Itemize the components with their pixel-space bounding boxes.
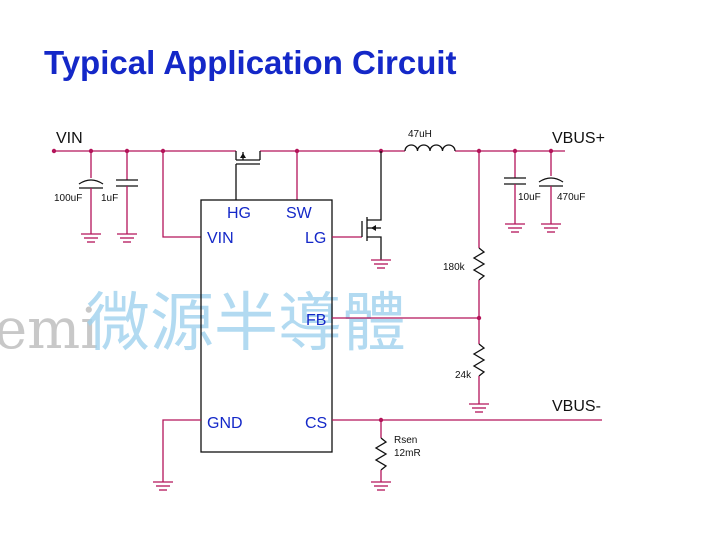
- controller-ic: [200, 199, 333, 453]
- net-label-vin: VIN: [56, 130, 83, 147]
- output-capacitor-470uf: [538, 151, 564, 233]
- pin-vin: VIN: [207, 230, 234, 247]
- pin-gnd: GND: [207, 415, 243, 432]
- inductor: [404, 144, 456, 152]
- input-capacitor-1uf: [116, 151, 138, 243]
- label-100uf: 100uF: [54, 193, 82, 204]
- label-1uf: 1uF: [101, 193, 118, 204]
- pin-sw: SW: [286, 205, 313, 222]
- pin-lg: LG: [305, 230, 326, 247]
- gnd-wire: [153, 419, 201, 491]
- label-470uf: 470uF: [557, 192, 585, 203]
- pin-fb: FB: [306, 312, 326, 329]
- pin-hg: HG: [227, 205, 251, 222]
- net-label-vbus-neg: VBUS-: [552, 398, 601, 415]
- resistor-180k: [472, 151, 486, 318]
- input-capacitor-100uf: [78, 151, 104, 243]
- input-rail: [51, 148, 565, 154]
- label-24k: 24k: [455, 370, 472, 381]
- label-10uf: 10uF: [518, 192, 541, 203]
- high-side-mosfet: [235, 151, 261, 200]
- label-rsen-value: 12mR: [394, 448, 421, 459]
- label-inductor: 47uH: [408, 129, 432, 140]
- net-label-vbus-pos: VBUS+: [552, 130, 605, 147]
- page-title: Typical Application Circuit: [44, 44, 457, 81]
- resistor-24k: [469, 318, 489, 413]
- label-rsen-name: Rsen: [394, 435, 417, 446]
- vin-pin-wire: [162, 151, 201, 238]
- watermark-partial: emi: [0, 297, 98, 362]
- pin-cs: CS: [305, 415, 327, 432]
- resistor-rsen: [371, 420, 391, 491]
- watermark: 微源半導體: [86, 287, 406, 361]
- low-side-mosfet: [361, 151, 391, 269]
- output-capacitor-10uf: [504, 151, 526, 233]
- label-180k: 180k: [443, 262, 466, 273]
